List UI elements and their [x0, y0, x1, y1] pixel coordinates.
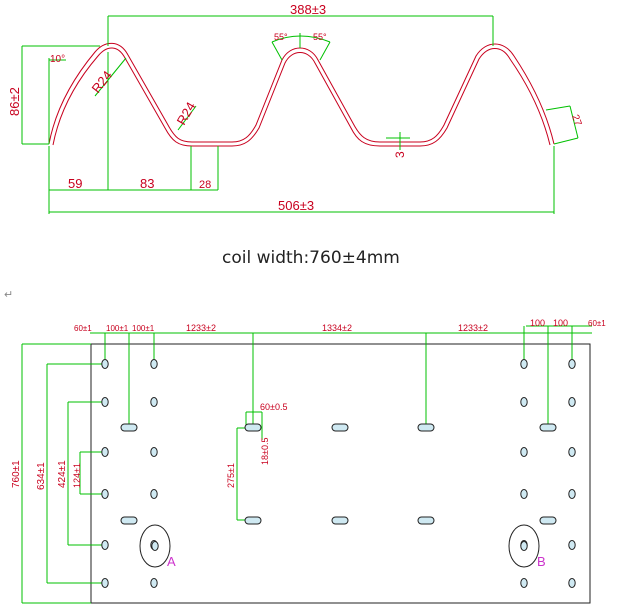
label-b: B	[537, 554, 546, 569]
return-mark: ↵	[4, 289, 13, 301]
top-dim-7: 100	[530, 318, 545, 328]
w-beam-profile: 388±3 86±2 10° R24 R24 55° 55° 27 3	[7, 2, 583, 214]
dim-angle-left: 10°	[50, 54, 65, 65]
profile-outline-inner	[52, 47, 551, 147]
left-dim-634: 634±1	[36, 462, 47, 490]
top-dim-3: 100±1	[132, 324, 155, 333]
dim-angle-a: 55°	[274, 32, 288, 42]
coil-width-caption: coil width:760±4mm	[222, 248, 400, 268]
inner-dim-60: 60±0.5	[260, 402, 287, 412]
top-dim-5: 1334±2	[322, 323, 352, 333]
top-dim-1: 60±1	[74, 324, 92, 333]
left-dim-760: 760±1	[11, 460, 22, 488]
punched-plate: 60±1 100±1 100±1 1233±2 1334±2 1233±2 10…	[11, 318, 606, 604]
left-dim-424: 424±1	[57, 460, 68, 488]
plate-outline	[90, 343, 591, 604]
dim-radius-top: R24	[89, 68, 116, 96]
dim-seg3: 28	[199, 179, 211, 191]
dim-pitch: 388±3	[290, 2, 326, 17]
dim-angle-b: 55°	[313, 32, 327, 42]
dim-height: 86±2	[7, 87, 22, 116]
dim-seg1: 59	[68, 176, 82, 191]
dim-edge: 27	[569, 113, 583, 128]
inner-dim-275: 275±1	[226, 463, 236, 488]
dim-seg2: 83	[140, 176, 154, 191]
top-dim-8: 100	[553, 318, 568, 328]
top-dim-4: 1233±2	[186, 323, 216, 333]
dim-total: 506±3	[278, 198, 314, 213]
holes-left	[101, 359, 158, 588]
top-dim-9: 60±1	[588, 319, 606, 328]
label-a: A	[167, 554, 176, 569]
slot-holes	[120, 423, 557, 525]
left-dim-124: 124±1	[72, 463, 82, 488]
circle-a	[139, 524, 171, 568]
top-dim-2: 100±1	[106, 324, 129, 333]
profile-outline-outer	[48, 42, 555, 145]
top-dim-6: 1233±2	[458, 323, 488, 333]
dim-thickness: 3	[393, 151, 407, 158]
circle-b	[508, 524, 540, 568]
inner-dim-18: 18±0.5	[260, 438, 270, 465]
holes-right	[520, 359, 576, 588]
dim-radius-bottom: R24	[174, 99, 199, 127]
